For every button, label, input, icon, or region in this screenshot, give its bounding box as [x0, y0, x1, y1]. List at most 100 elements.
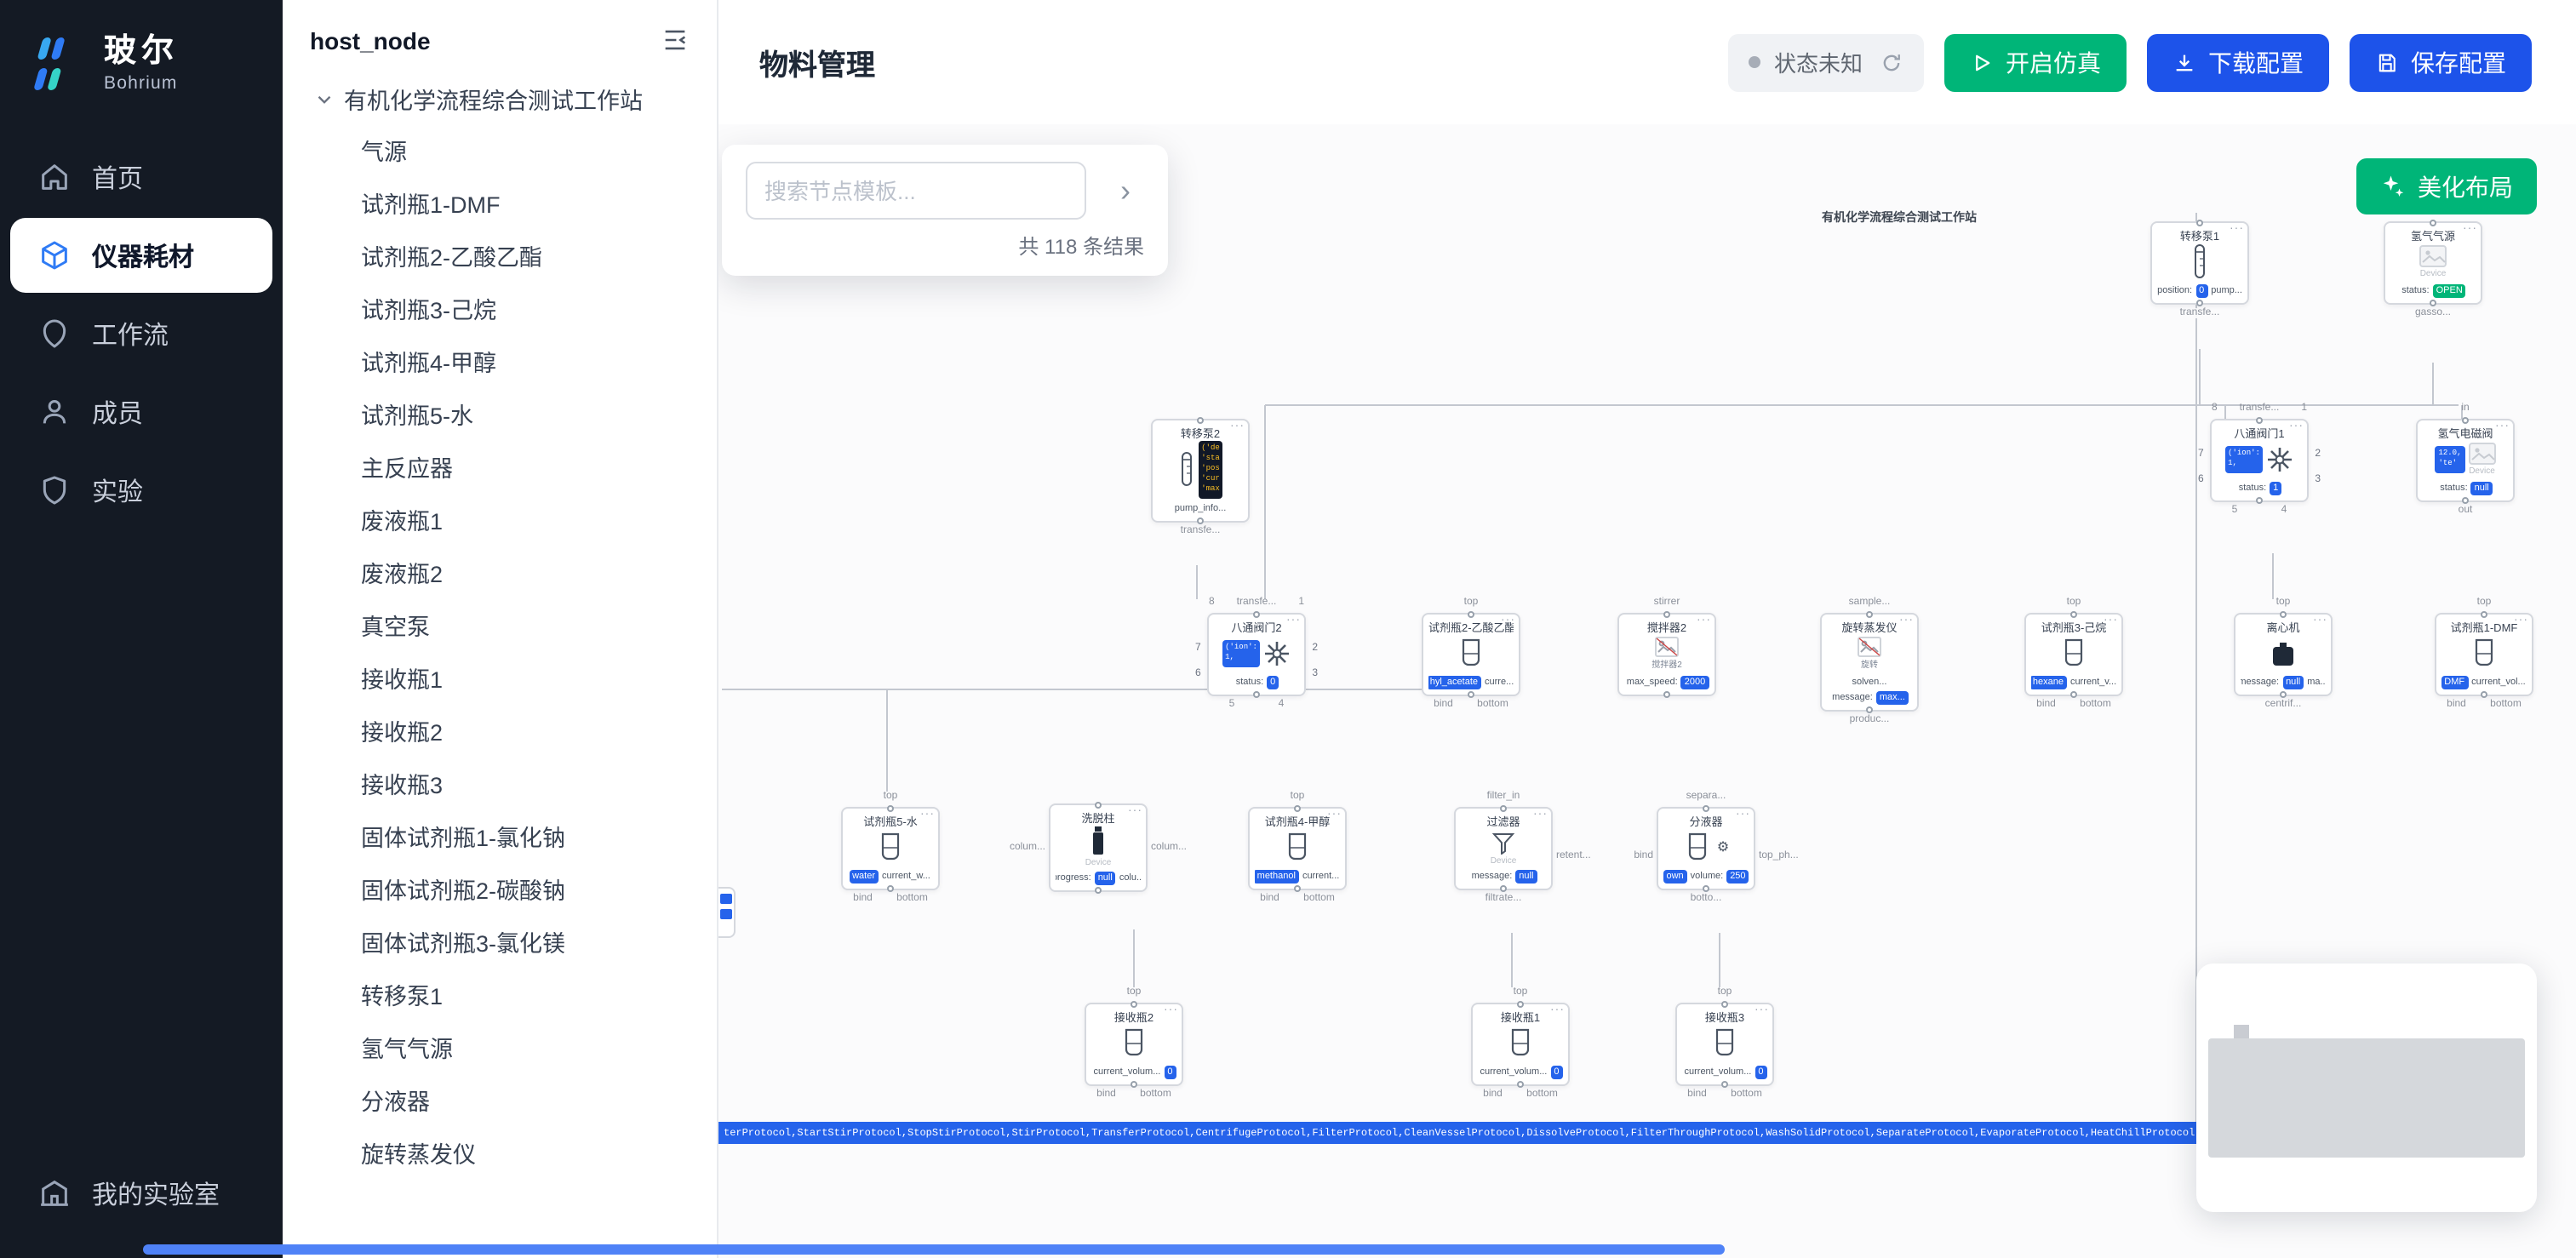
more-menu-icon[interactable]: ···	[1501, 615, 1515, 626]
minimap-panel[interactable]	[2196, 964, 2537, 1212]
chevron-right-icon[interactable]: ›	[1107, 172, 1144, 209]
more-menu-icon[interactable]: ···	[1286, 615, 1301, 626]
tree-item[interactable]: 分液器	[361, 1089, 430, 1115]
port-dot[interactable]	[2462, 497, 2469, 504]
port-dot[interactable]	[1131, 1001, 1137, 1008]
beautify-layout-button[interactable]: 美化布局	[2356, 158, 2537, 214]
tree-item[interactable]: 旋转蒸发仪	[361, 1142, 476, 1168]
port-dot[interactable]	[1468, 691, 1474, 698]
port-dot[interactable]	[1703, 805, 1709, 812]
port-dot[interactable]	[1253, 611, 1260, 618]
port-dot[interactable]	[2196, 220, 2203, 226]
node-card[interactable]: 八通阀门2···('ion':1,status:0	[1207, 611, 1306, 698]
tree-item[interactable]: 真空泵	[361, 615, 430, 640]
search-input[interactable]	[746, 162, 1086, 220]
more-menu-icon[interactable]: ···	[1533, 809, 1548, 821]
port-dot[interactable]	[1721, 1081, 1728, 1088]
tree-item[interactable]: 试剂瓶2-乙酸乙酯	[361, 245, 543, 271]
protocol-bar[interactable]: terProtocol,StartStirProtocol,StopStirPr…	[718, 1122, 2196, 1144]
save-config-button[interactable]: 保存配置	[2350, 33, 2532, 91]
tree-item[interactable]: 废液瓶1	[361, 509, 444, 535]
more-menu-icon[interactable]: ···	[2495, 420, 2510, 432]
tree-item[interactable]: 试剂瓶5-水	[361, 403, 474, 429]
tree-item[interactable]: 接收瓶2	[361, 720, 444, 746]
more-menu-icon[interactable]: ···	[1697, 615, 1711, 626]
minimap-viewport[interactable]	[2208, 1038, 2525, 1158]
sidebar-item-my-lab[interactable]: 我的实验室	[0, 1156, 283, 1231]
port-dot[interactable]	[1517, 1081, 1524, 1088]
port-dot[interactable]	[2481, 691, 2487, 698]
more-menu-icon[interactable]: ···	[1164, 1004, 1178, 1016]
sidebar-item-workflow[interactable]: 工作流	[0, 296, 283, 371]
port-dot[interactable]	[1468, 611, 1474, 618]
port-dot[interactable]	[1517, 1001, 1524, 1008]
brand-logo[interactable]: 玻尔 Bohrium	[0, 0, 283, 102]
port-dot[interactable]	[2430, 300, 2436, 306]
more-menu-icon[interactable]: ···	[2230, 223, 2244, 235]
more-menu-icon[interactable]: ···	[920, 809, 935, 821]
tree-item[interactable]: 试剂瓶4-甲醇	[361, 351, 497, 376]
node-card[interactable]: 接收瓶2···current_volum...0	[1085, 1001, 1183, 1088]
more-menu-icon[interactable]: ···	[2104, 615, 2118, 626]
more-menu-icon[interactable]: ···	[1736, 809, 1750, 821]
port-dot[interactable]	[1197, 417, 1204, 424]
port-dot[interactable]	[2256, 417, 2263, 424]
port-dot[interactable]	[2430, 220, 2436, 226]
port-dot[interactable]	[1294, 805, 1301, 812]
port-dot[interactable]	[2462, 417, 2469, 424]
refresh-icon[interactable]	[1880, 50, 1903, 74]
sidebar-item-members[interactable]: 成员	[0, 375, 283, 449]
flow-canvas[interactable]: 有机化学流程综合测试工作站 terProtocol,StartStirProto…	[718, 124, 2576, 1258]
port-dot[interactable]	[1866, 706, 1873, 713]
node-card[interactable]: 接收瓶1···current_volum...0	[1471, 1001, 1570, 1088]
sidebar-item-instruments[interactable]: 仪器耗材	[10, 218, 272, 293]
port-dot[interactable]	[1500, 805, 1507, 812]
more-menu-icon[interactable]: ···	[1327, 809, 1342, 821]
download-config-button[interactable]: 下载配置	[2147, 33, 2329, 91]
tree-item[interactable]: 废液瓶2	[361, 562, 444, 587]
port-dot[interactable]	[1663, 691, 1670, 698]
port-dot[interactable]	[2280, 691, 2287, 698]
tree-item[interactable]: 接收瓶1	[361, 667, 444, 693]
elution-column-node[interactable]: 洗脱柱···Deviceprogress:nullcolu...colum...…	[1010, 802, 1187, 894]
start-simulation-button[interactable]: 开启仿真	[1944, 33, 2127, 91]
tree-item[interactable]: 主反应器	[361, 456, 453, 482]
more-menu-icon[interactable]: ···	[1128, 805, 1142, 817]
port-dot[interactable]	[2070, 691, 2077, 698]
tree-item[interactable]: 气源	[361, 140, 407, 165]
port-dot[interactable]	[1500, 885, 1507, 892]
tree-root-node[interactable]: 有机化学流程综合测试工作站	[283, 71, 717, 126]
sidebar-item-experiments[interactable]: 实验	[0, 453, 283, 528]
centrifuge-node[interactable]: top离心机···message:nullma...centrif...	[2234, 598, 2333, 710]
port-dot[interactable]	[1663, 611, 1670, 618]
port-dot[interactable]	[2196, 300, 2203, 306]
more-menu-icon[interactable]: ···	[2313, 615, 2327, 626]
tree-item[interactable]: 试剂瓶1-DMF	[361, 192, 501, 218]
tree-item[interactable]: 试剂瓶3-己烷	[361, 298, 497, 323]
port-dot[interactable]	[2280, 611, 2287, 618]
more-menu-icon[interactable]: ···	[1550, 1004, 1565, 1016]
tree-item[interactable]: 固体试剂瓶3-氯化镁	[361, 931, 566, 957]
tree-item[interactable]: 转移泵1	[361, 984, 444, 1009]
